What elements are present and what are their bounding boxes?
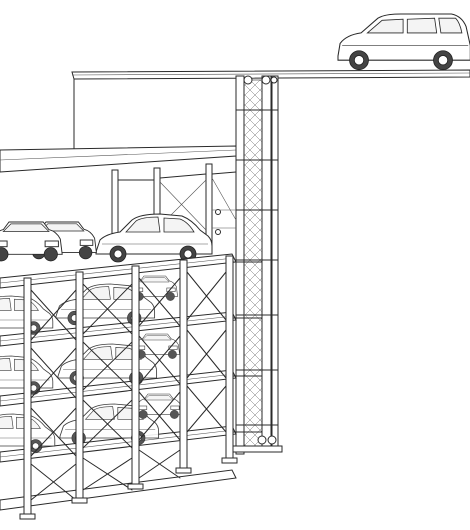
roof-deck <box>71 69 470 151</box>
top-deck-car <box>337 13 470 71</box>
lift-tower <box>231 75 283 455</box>
pallet-decks <box>0 253 237 511</box>
tower-girders <box>232 261 263 433</box>
front-columns <box>19 255 238 520</box>
canopy-plate <box>0 145 237 173</box>
level-1-cars <box>0 213 213 263</box>
